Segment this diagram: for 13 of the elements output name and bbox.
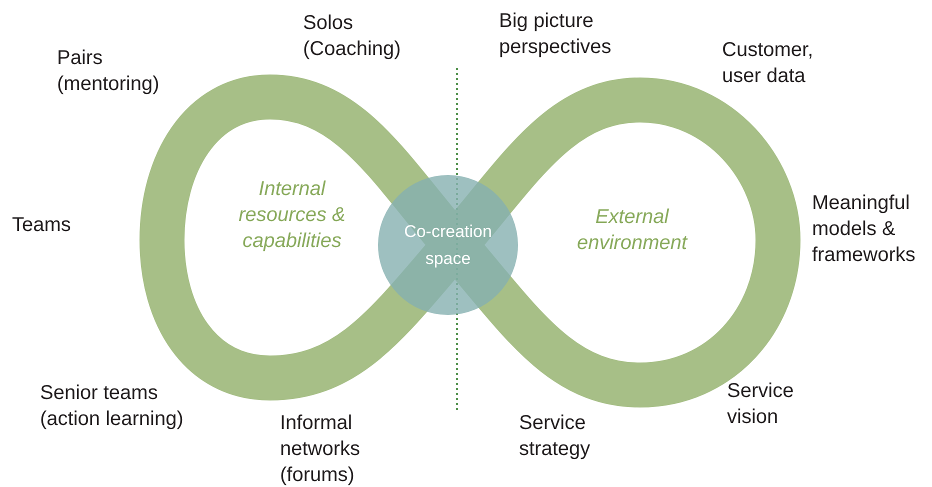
category-label: Pairs (mentoring) [57, 46, 160, 97]
category-label: Senior teams (action learning) [40, 381, 184, 432]
region-label: External environment [576, 205, 689, 256]
circle-label: Co-creation space [403, 220, 493, 270]
category-label: Big picture perspectives [499, 9, 612, 60]
category-label: Meaningful models & frameworks [812, 191, 916, 268]
category-label: Teams [12, 213, 72, 238]
category-label: Informal networks (forums) [280, 411, 362, 487]
category-label: Service vision [727, 379, 795, 430]
category-label: Solos (Coaching) [303, 11, 402, 62]
category-label: Service strategy [519, 411, 592, 462]
region-label: Internal resources & capabilities [238, 177, 346, 254]
category-label: Customer, user data [722, 38, 814, 89]
